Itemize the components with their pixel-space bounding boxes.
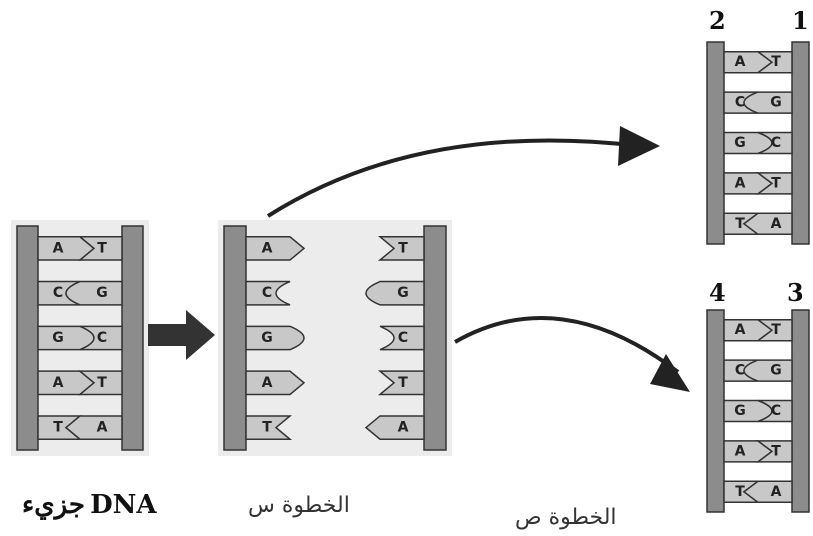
base-pair-1-left-letter: A — [735, 54, 746, 70]
left-strand-backbone — [223, 225, 247, 451]
right-strand-base-1-shape — [377, 236, 425, 261]
left-strand-base-5-letter: T — [262, 420, 272, 436]
right-strand-base-2-letter: G — [397, 285, 409, 301]
product-molecule-top: A T C G G C A T T A — [706, 41, 810, 245]
base-pair-5-right-shape — [742, 480, 793, 504]
molecule-label: جزيء — [22, 490, 85, 520]
left-strand-base-3-letter: G — [261, 330, 273, 346]
base-pair-1-right-shape — [755, 50, 793, 74]
strand-number-3: 3 — [787, 278, 804, 307]
base-pair-2-right-letter: G — [770, 95, 782, 111]
base-pair-2-right-shape — [65, 280, 123, 306]
right-strand-backbone — [423, 225, 447, 451]
left-strand-base-4-shape — [245, 370, 306, 396]
right-strand-base-5-shape — [364, 415, 425, 440]
base-pair-1-right-shape — [755, 318, 793, 342]
base-pair-4-left-letter: A — [735, 175, 746, 191]
strand-number-1: 1 — [792, 6, 809, 35]
strand-number-4: 4 — [709, 278, 726, 307]
base-pair-5-left-letter: T — [735, 216, 745, 232]
left-strand-base-4-letter: A — [262, 375, 273, 391]
base-pair-3-left-shape — [37, 325, 95, 351]
step-x-label: الخطوة س — [248, 493, 350, 518]
base-pair-2-left-letter: C — [735, 95, 745, 111]
base-pair-3-right-letter: C — [97, 330, 107, 346]
base-pair-2-right-letter: G — [96, 285, 108, 301]
base-pair-1-left-letter: A — [53, 240, 64, 256]
base-pair-4-right-shape — [77, 370, 123, 396]
curved-arrow-bottom-head-icon — [650, 354, 690, 392]
right-strand-base-1-letter: T — [398, 240, 408, 256]
base-pair-3-right-letter: C — [771, 135, 781, 151]
right-strand-base-4-letter: T — [398, 375, 408, 391]
base-pair-5-right-letter: A — [771, 216, 782, 232]
base-pair-1-right-letter: T — [97, 240, 107, 256]
base-pair-3-left-letter: G — [734, 403, 746, 419]
left-strand-backbone — [706, 41, 725, 245]
base-pair-5-right-shape — [742, 212, 793, 236]
left-strand-base-2-shape — [245, 280, 291, 306]
original-dna-molecule: A T C G G C A T T A — [11, 220, 149, 456]
dna-molecule-caption: DNA جزيء — [22, 490, 157, 520]
curved-arrow-top-head-icon — [618, 126, 660, 166]
right-strand-base-3-letter: C — [398, 330, 408, 346]
right-strand-backbone — [791, 41, 810, 245]
base-pair-4-right-letter: T — [771, 175, 781, 191]
base-pair-3-right-letter: C — [771, 403, 781, 419]
base-pair-5-right-shape — [64, 415, 123, 440]
base-pair-1-right-letter: T — [771, 322, 781, 338]
base-pair-5-right-letter: A — [97, 420, 108, 436]
curved-arrow-bottom — [454, 316, 680, 374]
base-pair-1-right-letter: T — [771, 54, 781, 70]
separated-strands: A T C G G C A T T A — [218, 220, 452, 456]
left-strand-base-2-letter: C — [262, 285, 272, 301]
base-pair-4-right-shape — [755, 440, 793, 463]
right-strand-backbone — [121, 225, 144, 451]
left-strand-backbone — [706, 309, 725, 513]
base-pair-5-right-letter: A — [771, 484, 782, 500]
right-strand-base-4-shape — [377, 370, 425, 396]
left-strand-base-5-shape — [245, 415, 293, 440]
curved-arrow-top — [266, 138, 641, 218]
right-strand-base-2-shape — [365, 280, 425, 306]
right-strand-base-3-shape — [379, 325, 425, 351]
base-pair-4-left-letter: A — [735, 443, 746, 459]
base-pair-5-left-letter: T — [735, 484, 745, 500]
right-strand-base-5-letter: A — [398, 420, 409, 436]
base-pair-3-right-shape — [757, 399, 793, 423]
base-pair-3-left-letter: G — [734, 135, 746, 151]
base-pair-4-right-letter: T — [771, 443, 781, 459]
base-pair-3-right-shape — [79, 325, 123, 351]
base-pair-2-right-letter: G — [770, 363, 782, 379]
step-y-label: الخطوة ص — [515, 505, 617, 530]
base-pair-4-right-letter: T — [97, 375, 107, 391]
base-pair-3-right-shape — [757, 131, 793, 155]
base-pair-2-left-letter: C — [53, 285, 63, 301]
base-pair-1-left-letter: A — [735, 322, 746, 338]
dna-label: DNA — [90, 490, 157, 520]
product-molecule-bottom: A T C G G C A T T A — [706, 309, 810, 513]
left-strand-base-1-shape — [245, 236, 306, 261]
base-pair-1-right-shape — [77, 236, 123, 261]
base-pair-2-left-letter: C — [735, 363, 745, 379]
base-pair-4-left-letter: A — [53, 375, 64, 391]
left-strand-base-1-letter: A — [262, 240, 273, 256]
base-pair-4-right-shape — [755, 172, 793, 195]
base-pair-3-left-letter: G — [52, 330, 64, 346]
strand-number-2: 2 — [709, 6, 726, 35]
step-arrow-icon — [148, 310, 215, 360]
base-pair-2-right-shape — [743, 359, 793, 382]
left-strand-backbone — [16, 225, 39, 451]
base-pair-5-left-letter: T — [53, 420, 63, 436]
base-pair-2-right-shape — [743, 91, 793, 114]
left-strand-base-3-shape — [245, 325, 305, 351]
right-strand-backbone — [791, 309, 810, 513]
